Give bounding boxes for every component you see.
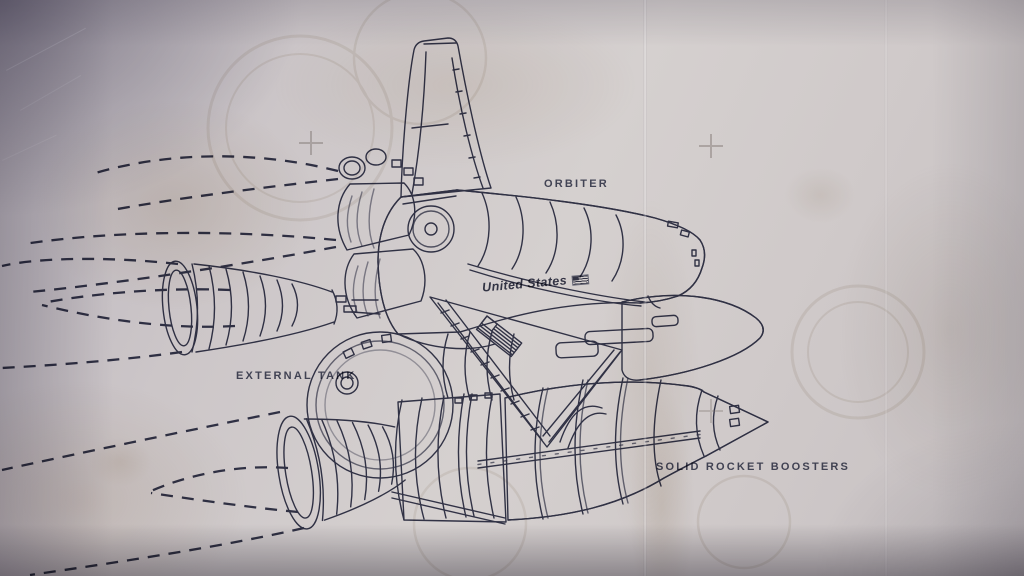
orbiter-drawing [377, 189, 706, 448]
oms-pods [338, 148, 424, 186]
vertical-tail-fin [400, 37, 492, 198]
srb-lower-nozzle [276, 392, 507, 530]
srb-upper-nozzle [161, 260, 381, 356]
wing-us-flag-icon [475, 315, 523, 358]
us-flag-icon [571, 273, 590, 286]
external-tank-aft-dome [306, 331, 515, 479]
label-external-tank: EXTERNAL TANK [236, 370, 357, 382]
label-solid-rocket-boosters: SOLID ROCKET BOOSTERS [656, 461, 851, 473]
exhaust-plume-lines [1, 155, 339, 576]
orbiter-port-wing [429, 296, 623, 448]
label-orbiter: ORBITER [544, 178, 609, 190]
srb-lower-body [477, 377, 769, 521]
main-engines [337, 148, 455, 319]
external-tank-nose [555, 294, 764, 381]
